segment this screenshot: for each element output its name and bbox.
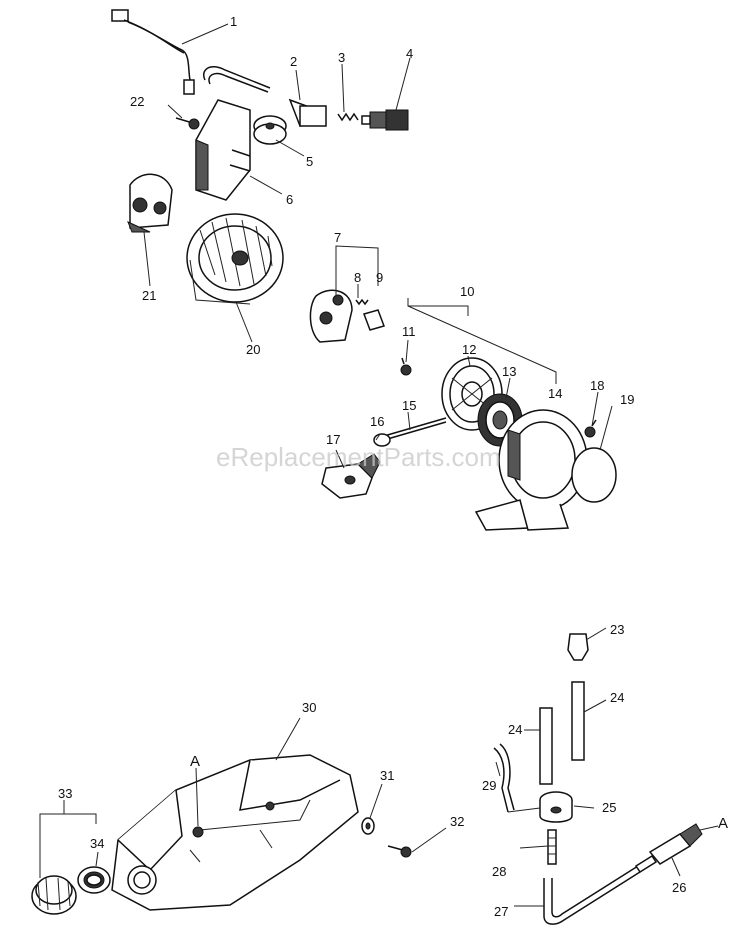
part-14-starter-housing <box>474 409 588 531</box>
label-33: 33 <box>58 786 72 801</box>
part-15-rope <box>383 417 447 441</box>
label-7: 7 <box>334 230 341 245</box>
label-5: 5 <box>306 154 313 169</box>
label-24-right: 24 <box>610 690 624 705</box>
label-6: 6 <box>286 192 293 207</box>
label-26: 26 <box>672 880 686 895</box>
part-22-screw <box>175 117 200 130</box>
part-24-tube-left <box>539 707 553 785</box>
label-20: 20 <box>246 342 260 357</box>
label-8: 8 <box>354 270 361 285</box>
label-2: 2 <box>290 54 297 69</box>
label-16: 16 <box>370 414 384 429</box>
part-26-inline-filter <box>634 823 703 874</box>
label-15: 15 <box>402 398 416 413</box>
label-22: 22 <box>130 94 144 109</box>
part-29-fuel-hose <box>493 743 515 813</box>
label-13: 13 <box>502 364 516 379</box>
label-3: 3 <box>338 50 345 65</box>
label-21: 21 <box>142 288 156 303</box>
label-32: 32 <box>450 814 464 829</box>
label-28: 28 <box>492 864 506 879</box>
part-18-screw <box>584 419 597 438</box>
part-32-screw <box>387 845 412 858</box>
label-11: 11 <box>402 324 416 339</box>
label-29: 29 <box>482 778 496 793</box>
part-20-flywheel <box>186 213 284 305</box>
label-14: 14 <box>548 386 562 401</box>
label-1: 1 <box>230 14 237 29</box>
part-31-washer <box>361 817 375 835</box>
label-31: 31 <box>380 768 394 783</box>
part-2-boot <box>288 98 327 127</box>
part-11-screw <box>400 357 412 376</box>
ref-a-filter: A <box>718 815 728 832</box>
part-labels: 1 2 3 4 5 6 7 8 9 10 11 12 13 14 15 16 1… <box>58 14 728 919</box>
part-17-starter-handle <box>321 453 381 499</box>
part-9-pawl <box>363 309 385 331</box>
part-8-spring <box>355 298 369 306</box>
part-1-wire-lead <box>111 9 195 95</box>
leader-lines-top <box>143 23 613 469</box>
ref-a-tank: A <box>190 753 200 770</box>
part-27-fuel-line <box>543 865 641 925</box>
label-9: 9 <box>376 270 383 285</box>
part-25-grommet <box>539 791 573 823</box>
part-19-cover <box>571 447 617 503</box>
part-33-fuel-cap <box>31 875 77 915</box>
watermark: eReplacementParts.com <box>216 442 501 472</box>
label-34: 34 <box>90 836 104 851</box>
label-25: 25 <box>602 800 616 815</box>
label-10: 10 <box>460 284 474 299</box>
part-3-spring <box>337 112 359 122</box>
part-21-clutch-shoe <box>127 173 173 233</box>
label-12: 12 <box>462 342 476 357</box>
label-18: 18 <box>590 378 604 393</box>
part-7-pawl-bracket <box>309 289 353 343</box>
label-27: 27 <box>494 904 508 919</box>
part-34-gasket <box>77 866 111 894</box>
leader-lines-bottom <box>39 627 719 907</box>
label-30: 30 <box>302 700 316 715</box>
part-23-fuel-filter <box>567 633 589 661</box>
part-30-fuel-tank <box>111 754 359 911</box>
part-6-ignition-coil <box>195 66 271 201</box>
label-23: 23 <box>610 622 624 637</box>
part-28-pickup <box>547 829 557 865</box>
label-19: 19 <box>620 392 634 407</box>
label-24-left: 24 <box>508 722 522 737</box>
part-4-spark-plug <box>361 109 409 131</box>
part-24-tube-right <box>571 681 585 761</box>
part-5-grommet <box>253 115 287 145</box>
label-17: 17 <box>326 432 340 447</box>
label-4: 4 <box>406 46 413 61</box>
